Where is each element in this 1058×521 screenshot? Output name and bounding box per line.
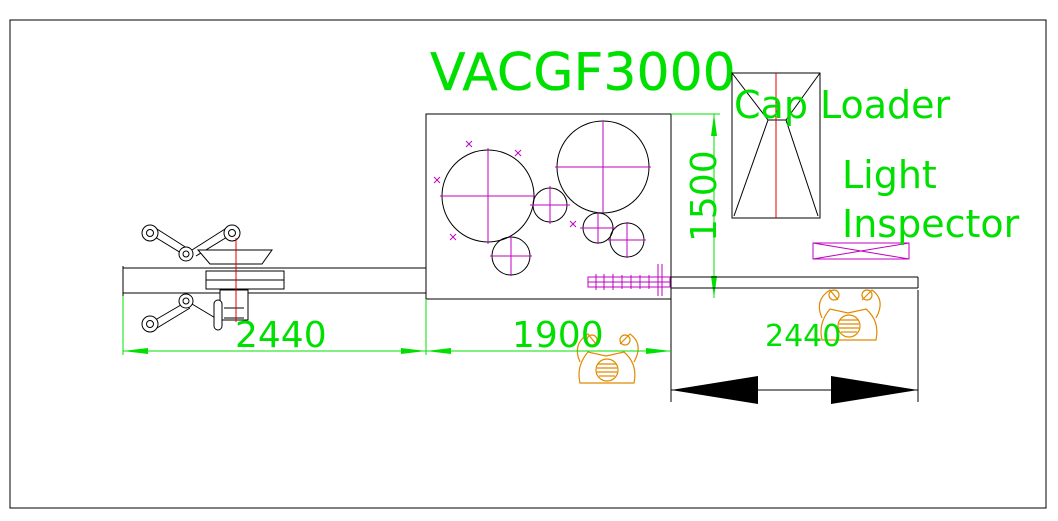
machine-title: VACGF3000 bbox=[430, 43, 736, 103]
dimension-left-label: 2440 bbox=[235, 315, 327, 356]
light-inspector bbox=[812, 242, 910, 260]
turntable-unit bbox=[141, 224, 285, 333]
operator-figure bbox=[818, 289, 881, 341]
dimension-right-label: 2440 bbox=[765, 319, 841, 354]
marker-crosses bbox=[433, 140, 577, 241]
roller-knob bbox=[223, 224, 241, 242]
dimension-machine: 1900 bbox=[426, 299, 672, 402]
right-conveyor bbox=[671, 276, 919, 289]
cap-loader bbox=[731, 72, 821, 219]
dimension-left: 2440 bbox=[122, 296, 427, 356]
machine-body bbox=[425, 113, 672, 300]
starwheel-set bbox=[441, 120, 650, 276]
dimension-height-label: 1500 bbox=[684, 150, 725, 242]
cap-loader-label: Cap Loader bbox=[734, 83, 951, 127]
left-conveyor bbox=[122, 266, 426, 296]
operator-figure bbox=[576, 333, 639, 384]
starwheel-axes bbox=[440, 121, 651, 276]
roller-knob bbox=[141, 224, 159, 242]
infeed-screw bbox=[587, 264, 671, 296]
dimension-right: 2440 bbox=[671, 290, 919, 404]
light-label: Light bbox=[842, 153, 937, 197]
inspector-label: Inspector bbox=[842, 202, 1020, 246]
dimension-height: 1500 bbox=[671, 113, 725, 298]
dimension-machine-label: 1900 bbox=[512, 315, 604, 356]
drawing-border bbox=[9, 19, 1047, 509]
